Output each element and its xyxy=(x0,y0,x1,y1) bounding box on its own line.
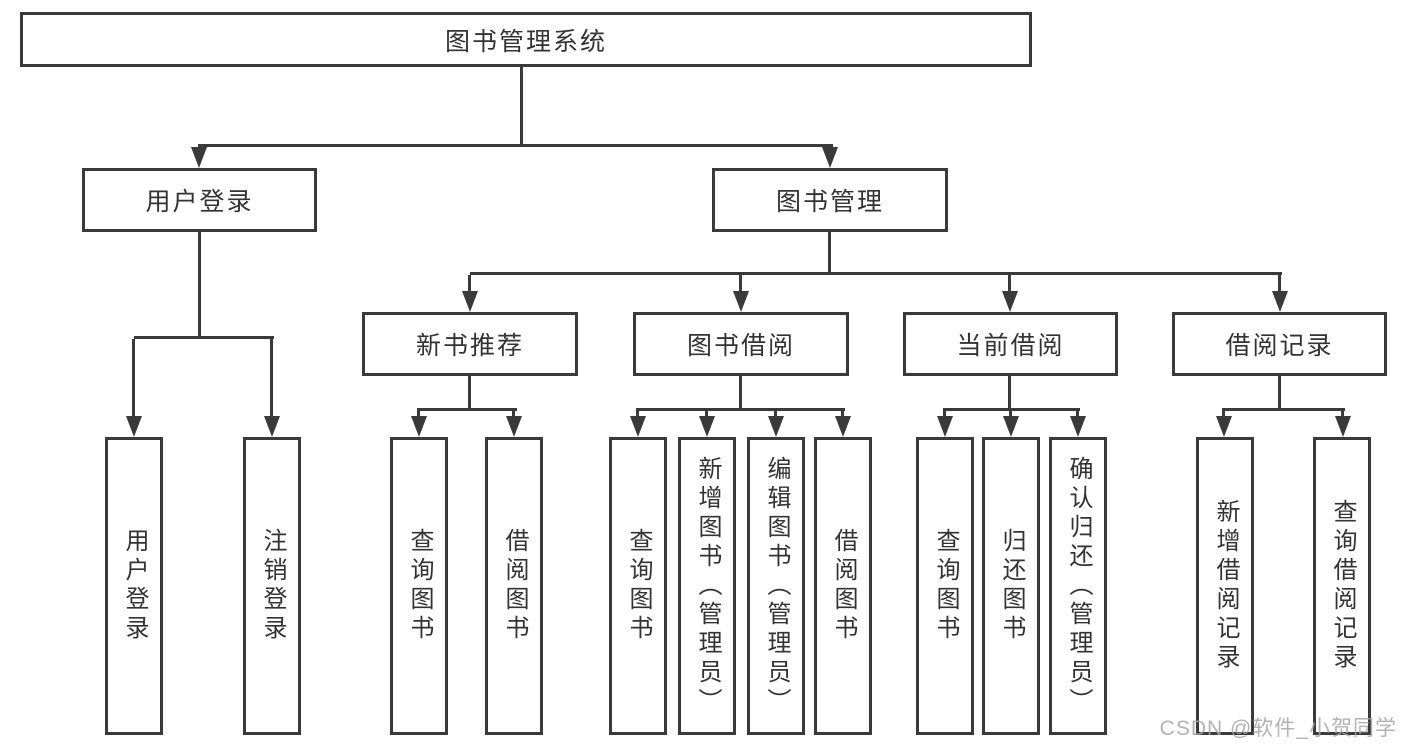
node-borrowing-edit-book-admin: 编辑图书（管理员） xyxy=(747,437,805,735)
connector-line-v xyxy=(1278,376,1281,411)
node-records-add-borrow-record: 新增借阅记录 xyxy=(1196,437,1254,735)
arrow-down-icon xyxy=(937,416,953,437)
node-current-borrowing: 当前借阅 xyxy=(903,312,1118,376)
connector-line-h xyxy=(943,408,1080,411)
arrow-down-icon xyxy=(630,416,646,437)
connector-line-v xyxy=(739,376,742,411)
connector-line-v xyxy=(1278,275,1281,293)
arrow-down-icon xyxy=(699,416,715,437)
arrow-down-icon xyxy=(126,416,142,437)
connector-line-v xyxy=(739,275,742,293)
connector-line-v xyxy=(468,275,471,293)
connector-line-v xyxy=(1008,376,1011,411)
connector-line-h xyxy=(134,336,274,339)
connector-line-v xyxy=(1009,411,1012,419)
node-current-confirm-return-admin: 确认归还（管理员） xyxy=(1049,437,1107,735)
node-logout-action: 注销登录 xyxy=(243,437,301,735)
connector-line-v xyxy=(828,232,831,275)
arrow-down-icon xyxy=(768,416,784,437)
connector-line-h xyxy=(417,408,517,411)
arrow-down-icon xyxy=(733,291,749,312)
csdn-watermark: CSDN @软件_小贺同学 xyxy=(1159,717,1397,740)
node-current-query-book: 查询图书 xyxy=(916,437,974,735)
node-book-management: 图书管理 xyxy=(712,168,948,232)
connector-line-v xyxy=(1341,411,1344,419)
connector-line-v xyxy=(198,232,201,339)
connector-line-v xyxy=(132,339,135,417)
connector-line-v xyxy=(512,411,515,419)
connector-line-v xyxy=(1076,411,1079,419)
connector-line-v xyxy=(270,339,273,417)
arrow-down-icon xyxy=(411,416,427,437)
arrow-down-icon xyxy=(264,416,280,437)
arrow-down-icon xyxy=(1002,291,1018,312)
connector-line-v xyxy=(636,411,639,419)
node-newrec-borrow-book: 借阅图书 xyxy=(485,437,543,735)
connector-line-v xyxy=(417,411,420,419)
connector-line-h xyxy=(470,272,1282,275)
node-library-system: 图书管理系统 xyxy=(20,12,1032,67)
arrow-down-icon xyxy=(1272,291,1288,312)
node-borrowing-query-book: 查询图书 xyxy=(609,437,667,735)
connector-line-v xyxy=(943,411,946,419)
node-book-borrowing: 图书借阅 xyxy=(633,312,849,376)
arrow-down-icon xyxy=(835,416,851,437)
connector-line-v xyxy=(1008,275,1011,293)
node-new-book-recommendation: 新书推荐 xyxy=(362,312,578,376)
connector-line-v xyxy=(520,67,523,147)
node-borrowing-add-book-admin: 新增图书（管理员） xyxy=(678,437,736,735)
arrow-down-icon xyxy=(1216,416,1232,437)
arrow-down-icon xyxy=(1070,416,1086,437)
connector-line-v xyxy=(1222,411,1225,419)
node-user-login: 用户登录 xyxy=(82,168,317,232)
node-borrowing-borrow-book: 借阅图书 xyxy=(814,437,872,735)
connector-line-h xyxy=(1222,408,1345,411)
arrow-down-icon xyxy=(462,291,478,312)
connector-line-h xyxy=(198,144,833,147)
arrow-down-icon xyxy=(191,147,207,168)
node-newrec-query-book: 查询图书 xyxy=(390,437,448,735)
arrow-down-icon xyxy=(1003,416,1019,437)
connector-line-v xyxy=(468,376,471,411)
arrow-down-icon xyxy=(506,416,522,437)
connector-line-v xyxy=(774,411,777,419)
connector-line-v xyxy=(841,411,844,419)
connector-line-v xyxy=(705,411,708,419)
node-user-login-action: 用户登录 xyxy=(105,437,163,735)
arrow-down-icon xyxy=(822,147,838,168)
node-borrowing-records: 借阅记录 xyxy=(1172,312,1387,376)
node-current-return-book: 归还图书 xyxy=(982,437,1040,735)
node-records-query-borrow-record: 查询借阅记录 xyxy=(1313,437,1371,735)
connector-line-h xyxy=(636,408,845,411)
arrow-down-icon xyxy=(1335,416,1351,437)
